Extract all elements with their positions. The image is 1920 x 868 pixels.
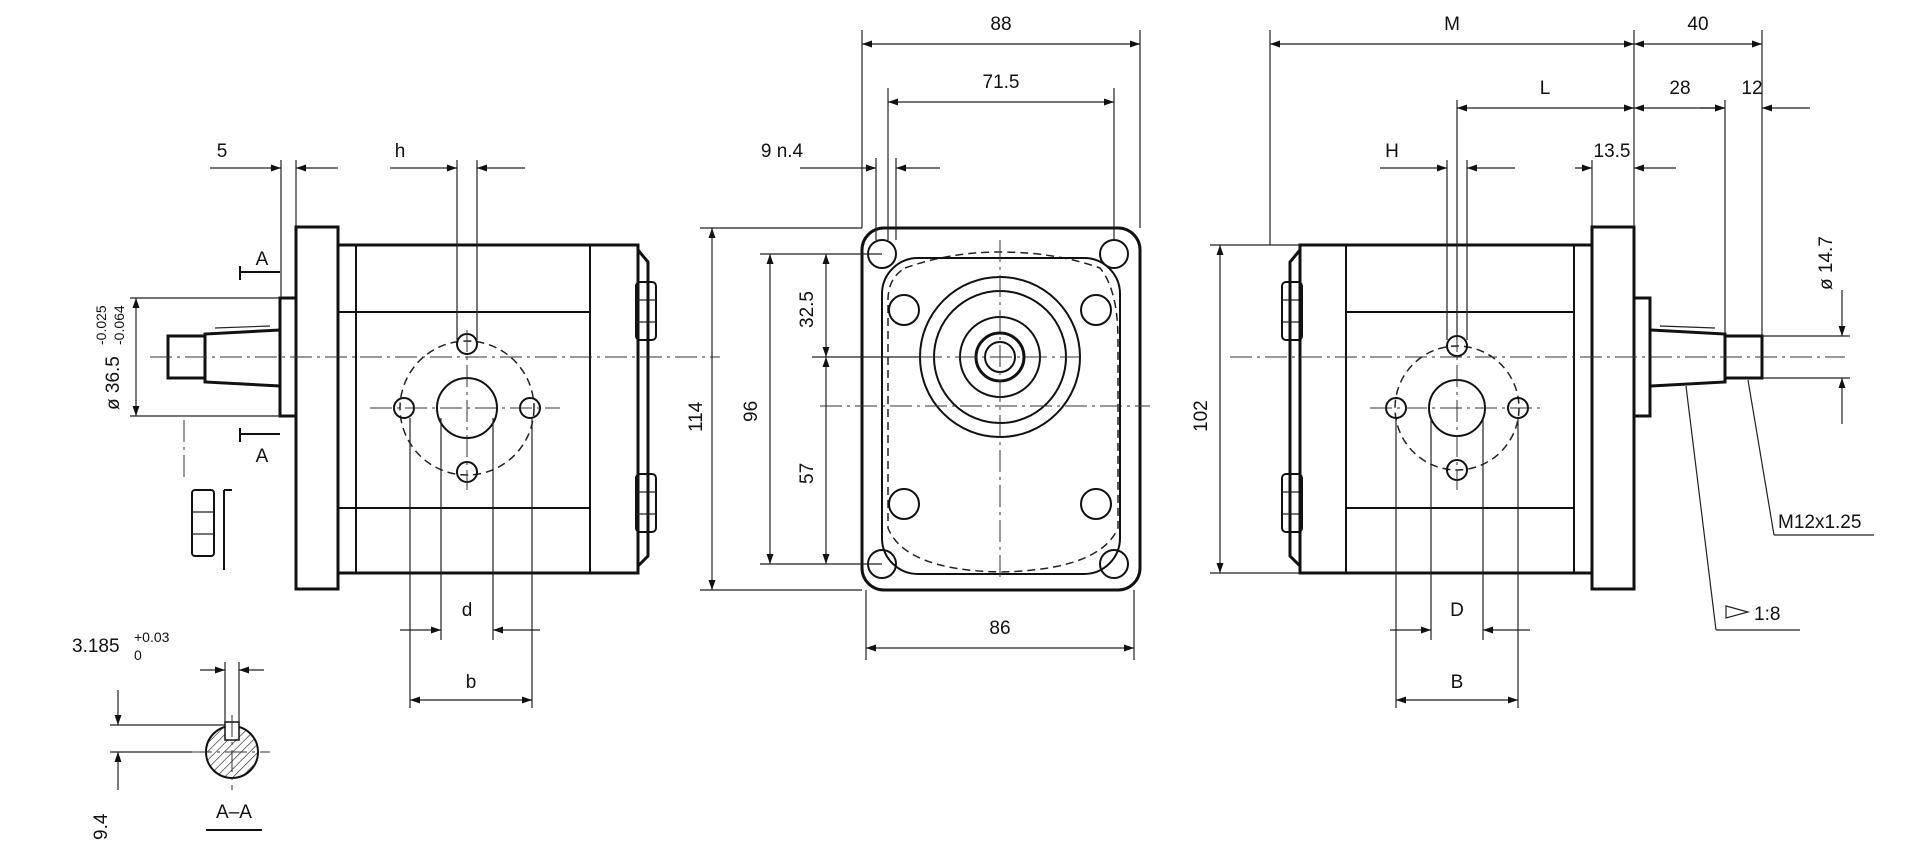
loose-nut [191, 489, 215, 557]
front-view-dimensions: 88 71.5 9 n.4 114 96 32.5 57 [686, 14, 1141, 660]
taper-label: 1:8 [1754, 604, 1780, 625]
section-a-a-label: A–A [216, 802, 252, 823]
dim-label-D: D [1450, 600, 1464, 621]
left-rear-cover [636, 249, 650, 568]
loose-washer [223, 489, 232, 570]
front-body-outline-hidden [887, 251, 1119, 573]
dim-label-114: 114 [686, 401, 707, 432]
right-bolt-head-lower [1281, 473, 1303, 533]
dim-label-h: h [395, 141, 406, 162]
dim-label-71-5: 71.5 [983, 72, 1020, 93]
dim-label-b: b [466, 672, 477, 693]
right-taper-shaft [1649, 328, 1727, 388]
right-side-view [1230, 225, 1845, 591]
dim-label-88: 88 [990, 14, 1011, 35]
mounting-hole [1099, 549, 1129, 579]
dim-label-diameter-14-7: ø 14.7 [1816, 236, 1837, 290]
left-bolt-head-lower [635, 473, 657, 533]
right-mounting-flange [1590, 225, 1636, 591]
dim-label-32-5: 32.5 [797, 291, 818, 328]
right-view-dimensions: M 40 L 28 12 H 13.5 102 [1191, 14, 1874, 708]
dim-label-9-4: 9.4 [91, 813, 112, 840]
dim-label-96: 96 [741, 401, 762, 422]
key-width-tol-lower: 0 [134, 647, 142, 663]
left-side-view [150, 225, 720, 591]
dim-label-B: B [1451, 672, 1464, 693]
cover-bolt [1080, 294, 1112, 326]
tolerance-lower-36-5: -0.064 [111, 305, 127, 345]
dim-label-28: 28 [1669, 78, 1690, 99]
dim-label-M: M [1444, 14, 1460, 35]
dim-label-57: 57 [797, 463, 818, 484]
dim-label-5: 5 [217, 141, 228, 162]
cover-bolt [888, 488, 920, 520]
left-pump-body [336, 243, 640, 575]
dim-label-12: 12 [1741, 78, 1762, 99]
section-marker-a-bottom: A [256, 446, 269, 467]
left-view-dimensions: 5 h A A ø 36.5 -0.025 -0.064 d b [93, 141, 540, 708]
front-flange-plate [860, 226, 1142, 592]
mounting-hole [1099, 239, 1129, 269]
dim-label-diameter-36-5: ø 36.5 [103, 356, 124, 410]
right-rear-cover [1288, 249, 1302, 568]
dim-label-13-5: 13.5 [1594, 141, 1631, 162]
key-width-label: 3.185 [72, 636, 120, 657]
cover-bolt [1080, 488, 1112, 520]
left-mounting-flange [294, 225, 340, 591]
dim-label-L: L [1540, 78, 1551, 99]
dim-label-d: d [462, 600, 473, 621]
tolerance-upper-36-5: -0.025 [93, 305, 109, 345]
dim-label-102: 102 [1191, 400, 1212, 432]
section-a-a: 3.185 +0.03 0 9.4 A–A [72, 629, 270, 840]
front-view [820, 226, 1150, 592]
thread-label: M12x1.25 [1778, 512, 1861, 533]
dim-label-H: H [1385, 141, 1399, 162]
dim-label-40: 40 [1687, 14, 1708, 35]
cover-bolt [888, 294, 920, 326]
left-taper-shaft [203, 328, 281, 388]
section-marker-a-top: A [256, 249, 269, 270]
dim-label-9-n4: 9 n.4 [761, 141, 804, 162]
right-pump-body [1298, 243, 1594, 575]
key-width-tol-upper: +0.03 [134, 629, 170, 645]
right-bolt-head-upper [1281, 281, 1303, 341]
left-bolt-head-upper [635, 281, 657, 341]
dim-label-86: 86 [989, 618, 1010, 639]
front-body-outline [881, 257, 1121, 575]
